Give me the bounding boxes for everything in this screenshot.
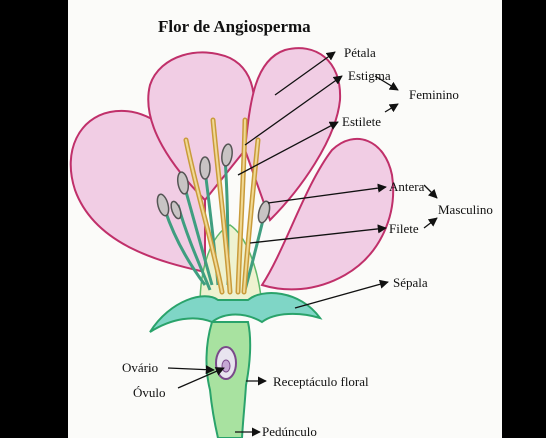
label-masculino: Masculino — [438, 202, 493, 217]
label-antera: Antera — [389, 179, 425, 194]
label-pedunculo: Pedúnculo — [262, 424, 317, 438]
label-filete: Filete — [389, 221, 419, 236]
label-receptaculo: Receptáculo floral — [273, 374, 369, 389]
ovule — [222, 360, 230, 372]
label-estilete: Estilete — [342, 114, 381, 129]
label-ovario: Ovário — [122, 360, 158, 375]
label-petala: Pétala — [344, 45, 376, 60]
label-feminino: Feminino — [409, 87, 459, 102]
label-sepala: Sépala — [393, 275, 428, 290]
diagram-title: Flor de Angiosperma — [158, 17, 311, 36]
label-ovulo: Óvulo — [133, 385, 166, 400]
receptacle — [206, 322, 250, 438]
label-estigma: Estigma — [348, 68, 391, 83]
